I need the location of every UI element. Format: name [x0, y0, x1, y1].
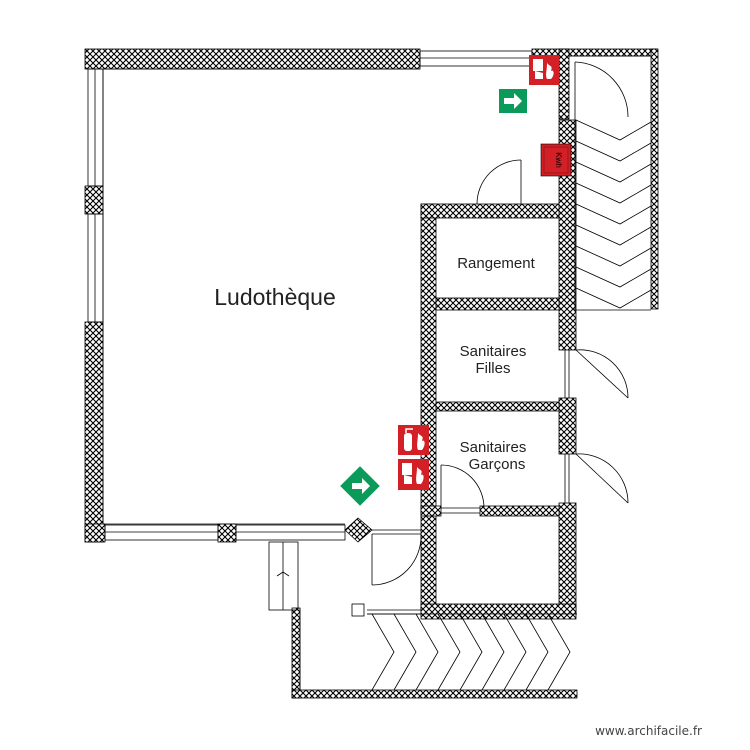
windows [87, 50, 651, 690]
walls [84, 48, 659, 699]
room-label-sanitaires-garcons-line1: Sanitaires [460, 439, 527, 456]
emergency-exit-arrow-icon [499, 89, 527, 113]
room-label-sanitaires-filles-line1: Sanitaires [460, 343, 527, 360]
room-label-sanitaires-filles-line2: Filles [475, 360, 510, 377]
room-label-rangement: Rangement [457, 255, 535, 272]
electrical-panel-label: Kwh [554, 152, 563, 168]
fire-alarm-icon [529, 55, 559, 85]
stairs-bottom [371, 613, 571, 691]
room-label-sanitaires-garcons-line2: Garçons [469, 456, 526, 473]
exterior-cabinet [268, 541, 299, 611]
stairs-right [575, 119, 652, 309]
watermark: www.archifacile.fr [595, 724, 702, 738]
doors [351, 61, 629, 617]
room-label-ludotheque: Ludothèque [214, 284, 336, 310]
electrical-panel-icon: Kwh [540, 143, 572, 177]
fire-extinguisher-icon [398, 425, 429, 455]
fire-alarm-icon [398, 459, 429, 490]
emergency-exit-arrow-icon [340, 466, 380, 506]
